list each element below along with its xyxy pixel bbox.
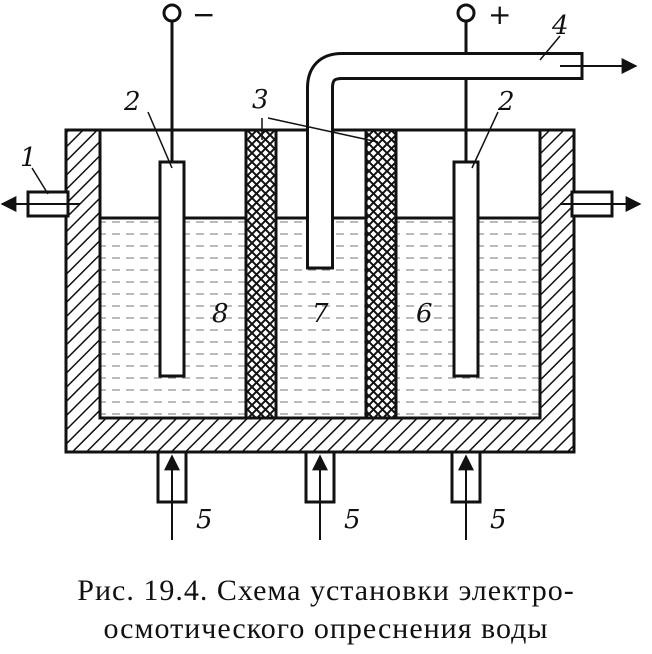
label-5-right: 5 (490, 505, 507, 535)
label-6: 6 (416, 299, 433, 329)
electrode-anode (452, 160, 480, 378)
leader-1 (31, 167, 49, 195)
electroosmotic-desalination-diagram: − + 1 2 2 3 4 8 7 6 5 5 5 (0, 0, 642, 540)
label-1: 1 (20, 143, 37, 173)
plus-sign-label: + (488, 0, 511, 31)
anode-terminal (456, 3, 476, 23)
figure-caption-line-2: осмотического опреснения воды (103, 612, 549, 645)
leader-2-left (147, 111, 173, 169)
cathode-terminal (162, 3, 182, 23)
leader-2-right (471, 111, 499, 169)
label-2-left: 2 (123, 87, 141, 117)
leader-3-right (267, 117, 379, 143)
label-2-right: 2 (497, 87, 515, 117)
figure-caption-line-1: Рис. 19.4. Схема установки электро- (77, 574, 575, 607)
label-4: 4 (551, 11, 569, 41)
electrode-cathode (158, 160, 186, 378)
label-3: 3 (252, 85, 269, 115)
leader-4 (539, 35, 561, 61)
label-7: 7 (312, 299, 329, 329)
label-5-mid: 5 (344, 505, 361, 535)
membrane-right (364, 128, 398, 420)
label-5-left: 5 (196, 505, 213, 535)
minus-sign-label: − (192, 0, 215, 31)
label-8: 8 (212, 299, 229, 329)
membrane-left (244, 128, 278, 420)
outlet-pipe-inner (309, 55, 582, 268)
